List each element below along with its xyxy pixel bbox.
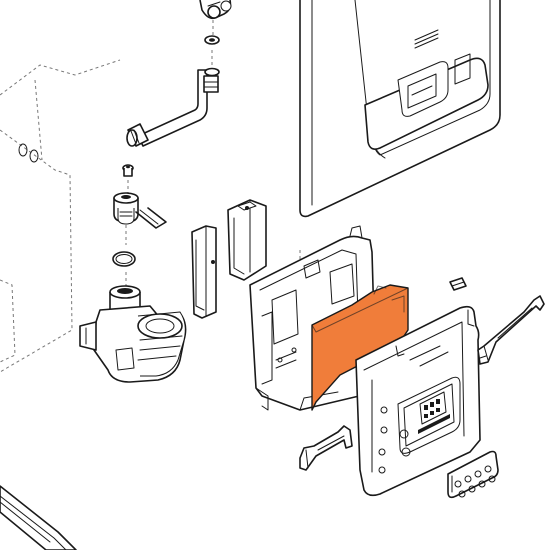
pcb-board	[311, 284, 409, 411]
small-fuse	[449, 277, 467, 291]
o-ring-pair	[18, 143, 39, 163]
auto-air-vent	[113, 192, 139, 225]
chassis-edge	[0, 485, 77, 550]
right-hinge-arm	[477, 295, 545, 365]
circulation-pump	[79, 285, 187, 383]
narrow-bracket	[191, 225, 217, 319]
control-panel-front	[355, 305, 481, 497]
gasket-strip	[447, 450, 499, 499]
washer-top	[204, 35, 220, 45]
bleed-screw	[122, 164, 134, 177]
retaining-clip	[135, 207, 167, 229]
left-hinge-arm	[299, 425, 353, 471]
flow-pipe	[126, 67, 220, 147]
pump-o-ring	[112, 251, 136, 267]
tall-cover	[227, 199, 267, 281]
boiler-casing	[299, 0, 501, 218]
valve-assembly	[199, 0, 232, 20]
assembly-guide-lines	[0, 20, 301, 373]
